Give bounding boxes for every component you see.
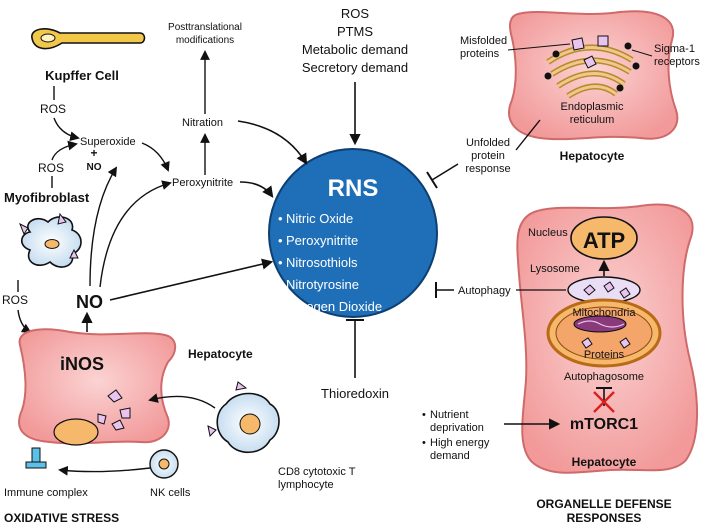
- bullet: •: [422, 409, 426, 421]
- autophagosome-label: Autophagosome: [564, 371, 644, 383]
- high-energy-label: High energy: [430, 437, 490, 449]
- autophagy-label: Autophagy: [458, 285, 511, 297]
- bullet: •: [278, 211, 283, 226]
- er-hepatocyte-label: Hepatocyte: [560, 149, 625, 163]
- connector: [515, 119, 541, 151]
- arrow-nk-to-immune: [58, 465, 151, 476]
- cd8-label: CD8 cytotoxic T: [278, 466, 356, 478]
- myofibroblast-cell-icon: [19, 212, 82, 268]
- nucleus-label: Nucleus: [528, 227, 568, 239]
- no-big-label: NO: [76, 292, 103, 312]
- atp-label: ATP: [583, 228, 625, 253]
- lysosome-label: Lysosome: [530, 263, 580, 275]
- arrow-superoxide-to-peroxynitrite: [141, 142, 170, 172]
- rns-item: Peroxynitrite: [286, 233, 358, 248]
- arrow-nitration-to-rns: [237, 120, 308, 165]
- pointer: [631, 49, 653, 57]
- arrow-no-to-rns: [109, 258, 274, 301]
- rns-item: Nitrotyrosine: [286, 277, 359, 292]
- arrow-no-to-superoxide: [89, 166, 118, 287]
- peroxynitrite-label: Peroxynitrite: [172, 177, 233, 189]
- input-secretory: Secretory demand: [302, 60, 408, 75]
- inhibit-bar: [426, 171, 438, 189]
- organelle-defense-title: ORGANELLE DEFENSE: [536, 497, 671, 511]
- bullet: •: [278, 277, 283, 292]
- kupffer-cell-icon: [31, 28, 146, 50]
- nutrient-label: Nutrient: [430, 409, 469, 421]
- misfolded-label: Misfolded: [460, 35, 507, 47]
- left-hepatocyte-cell: [18, 328, 177, 446]
- arrow-no-to-peroxynitrite: [99, 180, 172, 288]
- upr-label: protein: [471, 150, 505, 162]
- pointer: [507, 43, 571, 51]
- er-label: Endoplasmic: [561, 101, 624, 113]
- immune-label: Immune complex: [4, 487, 88, 499]
- immune-complex-icon: [25, 447, 47, 469]
- sigma-label: receptors: [654, 56, 700, 68]
- inos-label: iNOS: [60, 354, 104, 374]
- lysosome-icon: [567, 276, 641, 304]
- rns-title: RNS: [328, 175, 379, 202]
- nutrient-label: deprivation: [430, 422, 484, 434]
- bullet: •: [278, 255, 283, 270]
- arrow-ros-to-superoxide: [53, 117, 80, 142]
- arrow-ros2-to-superoxide: [51, 140, 78, 161]
- ros-label-1: ROS: [40, 102, 66, 116]
- nk-label: NK cells: [150, 487, 191, 499]
- sigma-label: Sigma-1: [654, 43, 695, 55]
- no-small-label: NO: [87, 162, 102, 173]
- myofibroblast-label: Myofibroblast: [4, 190, 90, 205]
- superoxide-label: Superoxide: [80, 136, 136, 148]
- oxidative-stress-title: OXIDATIVE STRESS: [4, 511, 119, 525]
- left-hepatocyte-label: Hepatocyte: [188, 347, 253, 361]
- organelle-defense-title: RESPONSES: [567, 511, 642, 525]
- posttranslational-label: modifications: [176, 35, 234, 46]
- rns-circle-group: RNS Nitric Oxide Peroxynitrite Nitrosoth…: [268, 148, 438, 318]
- input-ptms: PTMS: [337, 24, 373, 39]
- upr-label: response: [465, 163, 510, 175]
- upr-label: Unfolded: [466, 137, 510, 149]
- er-hepatocyte-cell: [508, 10, 679, 141]
- high-energy-label: demand: [430, 450, 470, 462]
- plus-label: +: [90, 146, 97, 160]
- autophagy-hepatocyte-label: Hepatocyte: [572, 455, 637, 469]
- er-label: reticulum: [570, 114, 615, 126]
- ros-label-2: ROS: [38, 161, 64, 175]
- arrow-peroxynitrite-to-rns: [239, 181, 274, 198]
- nucleus-icon: [570, 216, 638, 260]
- rns-item: Nitrosothiols: [286, 255, 358, 270]
- bullet: •: [278, 299, 283, 314]
- nk-cell-icon: [149, 449, 179, 479]
- cd8-label: lymphocyte: [278, 479, 334, 491]
- arrow-cd8-to-hepatocyte: [148, 393, 216, 409]
- ros-label-3: ROS: [2, 293, 28, 307]
- arrow-ros3-to-hepatocyte: [17, 309, 32, 334]
- bullet: •: [422, 437, 426, 449]
- posttranslational-label: Posttranslational: [168, 22, 242, 33]
- kupffer-label: Kupffer Cell: [45, 68, 119, 83]
- input-metabolic: Metabolic demand: [302, 42, 408, 57]
- nitration-label: Nitration: [182, 117, 223, 129]
- blocked-cross-icon: [593, 391, 615, 413]
- rns-item: Nitrogen Dioxide: [286, 299, 382, 314]
- autophagosome-icon: [546, 298, 662, 368]
- rns-item: Nitric Oxide: [286, 211, 353, 226]
- rns-circle: [268, 148, 438, 318]
- bullet: •: [278, 233, 283, 248]
- input-ros: ROS: [341, 6, 370, 21]
- mtorc1-label: mTORC1: [570, 416, 638, 433]
- cd8-cell-icon: [207, 381, 280, 454]
- misfolded-label: proteins: [460, 48, 500, 60]
- inhibit-upr-to-rns: [431, 163, 459, 181]
- proteins-label: Proteins: [584, 349, 625, 361]
- mitochondria-label: Mitochondria: [573, 307, 637, 319]
- thioredoxin-label: Thioredoxin: [321, 386, 389, 401]
